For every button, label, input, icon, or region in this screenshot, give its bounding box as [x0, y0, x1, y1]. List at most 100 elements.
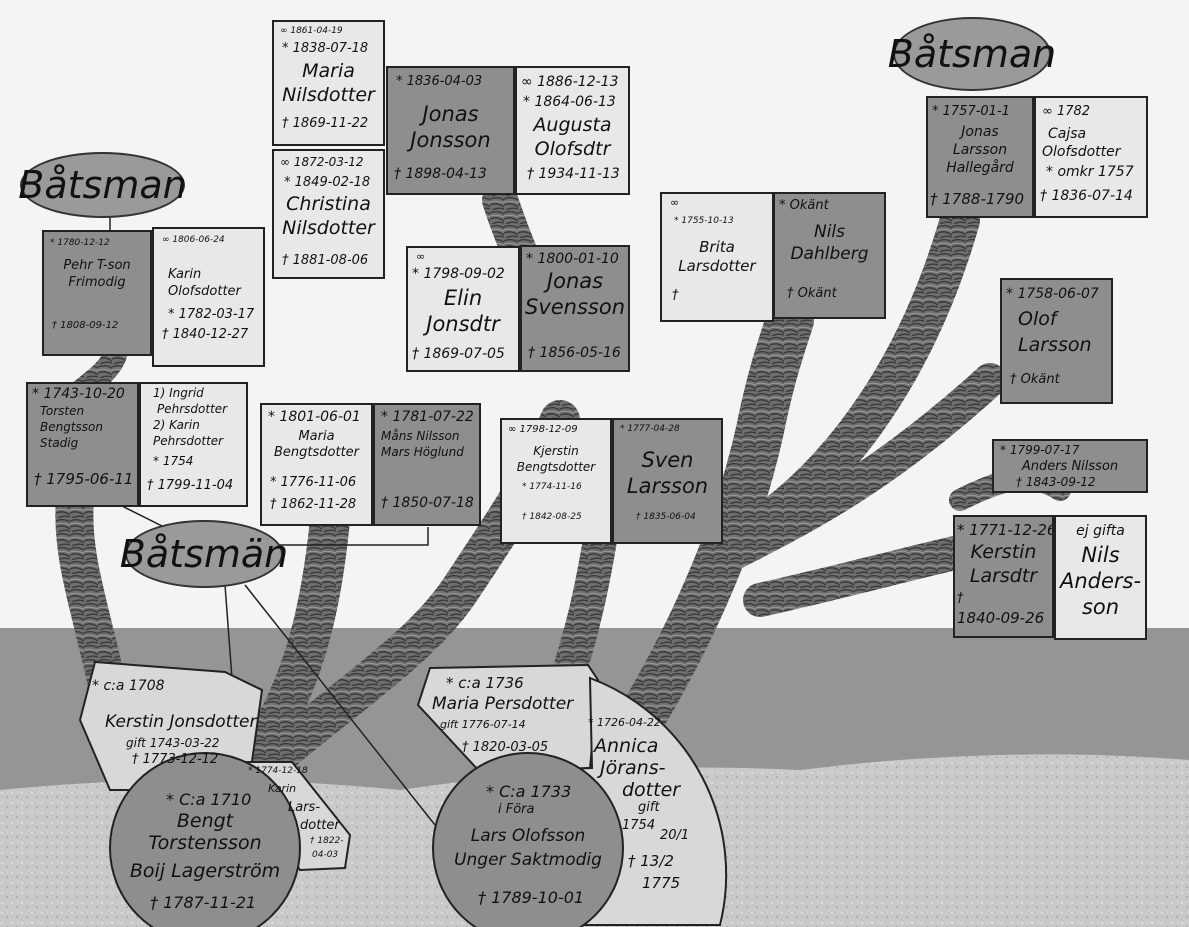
root-birth-date: * C:a 1710: [166, 790, 252, 809]
name-line: Larsson: [626, 474, 709, 498]
person-card-jonas-svensson: * 1800-01-10 Jonas Svensson † 1856-05-16: [520, 245, 630, 372]
birth-date: * 1758-06-07: [1006, 286, 1099, 302]
person-card-maria-nilsdotter: ∞ 1861-04-19 * 1838-07-18 Maria Nilsdott…: [272, 20, 385, 146]
birth-date: * 1743-10-20: [32, 386, 125, 402]
death-date: † 1836-07-14: [1040, 188, 1133, 204]
death-date: † Okänt: [787, 286, 837, 301]
birth-date: * 1849-02-18: [284, 175, 371, 190]
root-death-date: † 13/2: [628, 852, 674, 870]
root-married: 20/1: [660, 828, 690, 843]
name-line: Olofsdotter: [168, 284, 241, 299]
person-card-jonas-jonsson: * 1836-04-03 Jonas Jonsson † 1898-04-13: [386, 66, 515, 195]
death-date: † 1843-09-12: [1016, 475, 1096, 489]
root-birth-date: * c:a 1708: [92, 678, 165, 694]
name-line: Larsson: [952, 142, 1008, 158]
name-line: Anders-: [1059, 569, 1142, 593]
birth-date: * 1798-09-02: [412, 266, 505, 282]
spouse-line: 2) Karin: [153, 418, 200, 432]
root-death-date: † 1789-10-01: [478, 888, 585, 907]
root-married: gift 1743-03-22: [126, 736, 220, 750]
root-death-date: † 1773-12-12: [132, 752, 219, 767]
name-line: Jonsson: [410, 128, 491, 152]
root-name: Lars-: [288, 800, 321, 815]
marriage-date: ∞ 1861-04-19: [280, 26, 343, 36]
person-card-sven-larsson: * 1777-04-28 Sven Larsson † 1835-06-04: [612, 418, 723, 544]
name-line: Karin: [168, 267, 202, 282]
person-card-augusta-olofsdtr: ∞ 1886-12-13 * 1864-06-13 Augusta Olofsd…: [515, 66, 630, 195]
root-name: Karin: [268, 782, 297, 795]
root-married: gift: [638, 800, 660, 815]
name-line: Nilsdotter: [282, 217, 375, 239]
root-name: Boij Lagerström: [129, 860, 281, 882]
root-name: Unger Saktmodig: [454, 850, 602, 870]
name-line: Olofsdotter: [1042, 144, 1121, 160]
death-date: †: [672, 288, 679, 303]
batsman-oval-right: Båtsman: [888, 17, 1056, 91]
root-name: Torstensson: [148, 832, 262, 854]
birth-date: * 1781-07-22: [381, 409, 474, 425]
marriage-date: ∞ 1782: [1042, 104, 1091, 119]
root-death-date: † 1820-03-05: [462, 740, 549, 755]
marriage-date: ∞ 1806-06-24: [162, 235, 225, 245]
birth-date-2: * 1776-11-06: [270, 475, 357, 490]
birth-date: * 1780-12-12: [50, 238, 110, 248]
name-line: Nilsdotter: [282, 84, 375, 106]
person-card-jonas-larsson: * 1757-01-1 Jonas Larsson Hallegård † 17…: [926, 96, 1034, 218]
birth-date: * 1755-10-13: [674, 216, 734, 226]
marriage-date: ∞ 1872-03-12: [280, 155, 364, 169]
root-name: Bengt: [176, 810, 234, 832]
name-line: Bengtsdotter: [273, 445, 360, 460]
birth-date: * 1836-04-03: [396, 74, 483, 89]
spouse-line: 1) Ingrid: [153, 386, 204, 400]
death-date: † 1898-04-13: [394, 166, 487, 182]
name-line: Larsdotter: [678, 257, 756, 275]
name-line: Sven: [641, 448, 694, 472]
death-date: † 1869-11-22: [282, 116, 369, 131]
batsman-oval-left: Båtsman: [18, 152, 187, 218]
root-place: i Föra: [498, 802, 535, 817]
name-line: Torsten: [40, 404, 85, 418]
name-line: Jonas: [961, 124, 999, 140]
name-line: Augusta: [533, 114, 612, 136]
birth-date: * 1782-03-17: [168, 307, 255, 322]
name-line: Stadig: [40, 436, 79, 450]
death-date: † 1842-08-25: [522, 512, 582, 522]
name-line: Olofsdtr: [534, 138, 611, 160]
person-card-nils-andersson: ej gifta Nils Anders- son: [1054, 515, 1147, 640]
birth-date: * 1754: [153, 454, 194, 468]
birth-date: * 1799-07-17: [1000, 443, 1080, 457]
name-line: Maria: [298, 429, 335, 444]
name-line: Hallegård: [946, 160, 1014, 176]
name-line: Christina: [286, 193, 371, 215]
marriage-symbol: ∞: [670, 196, 680, 209]
death-date: † 1788-1790: [930, 190, 1025, 208]
name-line: Nils: [813, 222, 846, 242]
root-married: 1754: [622, 818, 656, 833]
death-date: † 1869-07-05: [412, 346, 505, 362]
root-name: Jörans-: [600, 757, 666, 779]
person-card-maria-bengtsdotter: * 1801-06-01 Maria Bengtsdotter * 1776-1…: [260, 403, 373, 526]
death-date: † 1881-08-06: [282, 253, 369, 268]
birth-date: * Okänt: [779, 198, 829, 213]
death-date: † Okänt: [1010, 372, 1060, 387]
root-circle-bengt: [109, 752, 301, 927]
person-card-brita-larsdotter: ∞ * 1755-10-13 Brita Larsdotter †: [660, 192, 774, 322]
person-card-karin-olofsdotter: ∞ 1806-06-24 Karin Olofsdotter * 1782-03…: [152, 227, 265, 367]
name-line: Pehr T-son: [63, 258, 131, 273]
birth-date: * 1800-01-10: [526, 251, 619, 267]
spouse-line: Pehrsdotter: [157, 402, 228, 416]
person-card-nils-dahlberg: * Okänt Nils Dahlberg † Okänt: [773, 192, 886, 319]
root-circle-lars: [432, 752, 624, 927]
name-line: Måns Nilsson: [381, 429, 460, 443]
birth-date: * omkr 1757: [1046, 164, 1134, 180]
name-line: Larsdtr: [969, 565, 1038, 587]
name-line: Kjerstin: [533, 444, 579, 458]
note: ej gifta: [1076, 523, 1125, 539]
birth-date: * 1838-07-18: [282, 41, 369, 56]
name-line: Bengtsdotter: [516, 460, 596, 474]
name-line: Mars Höglund: [381, 445, 464, 459]
name-line: Anders Nilsson: [1021, 459, 1119, 474]
person-card-mans-nilsson: * 1781-07-22 Måns Nilsson Mars Höglund †…: [373, 403, 481, 526]
name-line: Bengtsson: [40, 420, 103, 434]
